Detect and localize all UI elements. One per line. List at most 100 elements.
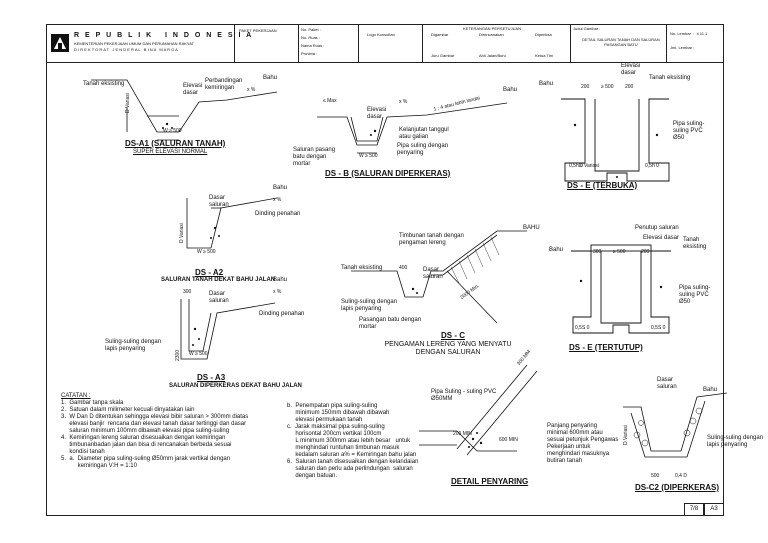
ds-b-drawing xyxy=(317,102,508,154)
ds-a2-dasar-label: Dasar saluran xyxy=(209,195,229,208)
ds-e1-w2-label: 0,5h 0 xyxy=(645,163,659,169)
ds-b-w-label: W ≥ 500 xyxy=(359,153,378,159)
ds-e2-tanah-label: Tanah eksisting xyxy=(683,237,707,250)
ds-b-x-label: x % xyxy=(399,99,408,105)
directorate-text: D I R E K T O R A T J E N D E R A L B I … xyxy=(74,47,178,52)
ds-a1-bahu-label: Bahu xyxy=(263,75,278,81)
note-line: 2. Satuan dalam milimeter kecuali dinyat… xyxy=(61,407,195,413)
detail-penyaring-drawing xyxy=(419,364,538,456)
ds-a3-300-label: 300 xyxy=(183,289,192,295)
dp-pipa-label: Pipa Suling - suling PVC Ø50MM xyxy=(431,389,497,402)
ds-a3-x-label: x % xyxy=(273,289,282,295)
ds-c-timbunan-label: Timbunan tanah dengan pengaman lereng xyxy=(399,233,464,246)
ds-e1-tanah-label: Tanah eksisting xyxy=(649,75,691,81)
ds-e2-300-label: 300 xyxy=(593,249,602,255)
ds-e-terbuka-drawing xyxy=(561,98,670,182)
note-line: horisontal 200cm vertikal 100cm xyxy=(287,431,382,437)
ds-c2-04-label: 0,4 D xyxy=(675,473,687,479)
paket-cell: PAKET PEKERJAAN xyxy=(235,25,299,62)
ds-c-title: DS - C xyxy=(441,331,465,340)
drawing-sheet: R E P U B L I K I N D O N E S I A KEMENT… xyxy=(46,24,763,516)
ds-a1-title: DS-A1 (SALURAN TANAH) xyxy=(125,139,226,148)
ds-e1-pipa-label: Pipa suling-suling PVC Ø50 xyxy=(673,121,705,141)
ds-a3-title: DS - A3 xyxy=(197,373,226,382)
role-ahli-jalan: Ahli Jalan/Buru xyxy=(479,53,506,58)
note-line: 1. Gambar tanpa skala xyxy=(61,400,124,406)
ds-b-elevasi-label: Elevasi dasar xyxy=(367,107,387,120)
dp-panjang-label: Panjang penyaring minimal 600mm atau ses… xyxy=(547,423,619,464)
ds-a2-subtitle: SALURAN TANAH DEKAT BAHU JALAN xyxy=(161,277,276,283)
ds-a1-d-label: D Variasi xyxy=(125,93,131,113)
ds-c-bahu-label: BAHU xyxy=(523,225,540,231)
paket-label: PAKET PEKERJAAN xyxy=(239,28,277,33)
note-line: 3. W Dan D ditentukan sehingga elevasi b… xyxy=(61,414,249,420)
note-line: 6. Saluran tanah disesuaikan dengan kela… xyxy=(287,459,419,465)
note-line: L minimum 300mm atau lebih besar untuk xyxy=(287,438,411,444)
judul-label: Judul Gambar : xyxy=(573,26,601,31)
dp-200-label: 200 MIN xyxy=(453,431,472,437)
ds-e2-w1-label: 0,5S 0 xyxy=(575,325,590,331)
ds-a2-w-label: W ≥ 500 xyxy=(197,249,216,255)
ds-c-pasangan-label: Pasangan batu dengan mortar xyxy=(359,317,422,330)
dp-600-label: 600 MIN xyxy=(499,437,518,443)
role-juru-gambar: Juru Gambar xyxy=(431,53,455,58)
ds-a3-dasar-label: Dasar saluran xyxy=(209,291,229,304)
ds-a3-dinding-label: Dinding penahan xyxy=(259,311,305,317)
notes-right: b. Penempatan pipa suling-suling minimum… xyxy=(287,403,427,480)
dp-title: DETAIL PENYARING xyxy=(451,477,529,486)
note-line: timbunanbadan jalan dan bisa di rencanak… xyxy=(61,442,232,448)
ds-c-drawing xyxy=(351,230,527,324)
note-line: saluran minimum 100mm dibawah elevasi pi… xyxy=(61,428,230,434)
approval-heading: KETERANGAN PERSETUJUAN xyxy=(463,26,522,31)
size-stamp: A3 xyxy=(704,503,724,516)
note-line: dengan batuan. xyxy=(287,473,338,479)
ds-e2-500-label: ≥ 500 xyxy=(613,249,626,255)
ds-a1-w-label: W ≥ 500 xyxy=(163,128,182,134)
title-block: R E P U B L I K I N D O N E S I A KEMENT… xyxy=(47,25,723,63)
ds-c-suling-label: Suling-suling dengan lapis penyaring xyxy=(341,299,398,312)
ds-a3-bahu-label: Bahu xyxy=(273,277,288,283)
logo-konsultan-label: Logo Konsultan xyxy=(367,32,395,37)
ds-a1-elevasi-label: Elevasi dasar xyxy=(183,83,203,96)
note-line: minimum 150mm dibawah dibawah xyxy=(287,410,390,416)
note-line: c. Jarak maksimal pipa suling-suling xyxy=(287,424,385,430)
ds-a3-2300-label: 2300 xyxy=(175,349,181,361)
ds-e1-w1-label: 0,5h 0 xyxy=(569,163,583,169)
republic-text: R E P U B L I K I N D O N E S I A xyxy=(74,32,254,39)
field-no-paket: No. Paket : xyxy=(301,27,321,32)
ds-a2-drawing xyxy=(186,197,278,249)
judul-cell: Judul Gambar : DETAIL SALURAN TANAH DAN … xyxy=(571,25,667,62)
ds-a2-title: DS - A2 xyxy=(195,268,224,277)
ds-c-tanah-label: Tanah eksisting xyxy=(341,265,383,271)
ds-c2-bahu-label: Bahu xyxy=(703,387,718,393)
note-line: 5. a. Diameter pipa suling-suling Ø50mm … xyxy=(61,456,231,462)
ministry-text: KEMENTERIAN PEKERJAAN UMUM DAN PERUMAHAN… xyxy=(74,41,195,46)
lembar-cell: No. Lembar : 4.11.1 Jml. Lembar : xyxy=(667,25,723,62)
ds-c2-drawing xyxy=(623,392,728,458)
note-line: kondisi tanah xyxy=(61,449,105,455)
jml-lembar: Jml. Lembar : xyxy=(670,45,695,50)
ds-a1-tanah-label: Tanah eksisting xyxy=(83,81,125,87)
ds-e2-elevasi-label: Elevasi dasar xyxy=(643,235,680,241)
note-line: 4. Kemiringan lereng saluran disesuaikan… xyxy=(61,435,226,441)
ds-b-saluran-label: Saluran pasang batu dengan mortar xyxy=(293,147,336,167)
ds-a3-w-label: W ≥ 500 xyxy=(189,351,208,357)
note-line: elevasi banjir rencana dan elevasi tanah… xyxy=(61,421,247,427)
ds-e2-bahu-label: Bahu xyxy=(549,247,564,253)
ds-e2-pipa-label: Pipa suling-suling PVC Ø50 xyxy=(679,285,711,305)
ds-e1-d-label: D Variasi xyxy=(579,163,599,169)
ds-b-pipa-label: Pipa suling dengan penyaring xyxy=(397,143,449,156)
ds-a2-dinding-label: Dinding penahan xyxy=(255,211,301,217)
role-ketua-tim: Ketua Tim xyxy=(535,53,554,58)
ds-b-kelanjutan-label: Kelanjutan tanggul atau galian xyxy=(399,127,449,140)
ds-e2-w2-label: 0,5S 0 xyxy=(651,325,666,331)
ds-c2-d-label: D Variasi xyxy=(623,425,629,445)
ds-e2-200-label: 200 xyxy=(641,249,650,255)
ds-a3-suling-label: Suling-suling dengan lapis penyaring xyxy=(105,339,162,352)
field-no-ruas: No. Ruas : xyxy=(301,35,320,40)
ds-e2-title: DS - E (TERTUTUP) xyxy=(569,343,643,352)
ds-c-400-label: 400 xyxy=(399,265,408,271)
note-line: menghindari runtuhan timbunan masuk xyxy=(287,445,400,451)
ds-a2-x-label: x % xyxy=(273,197,282,203)
role-direncanakan: Direncanakan xyxy=(479,32,504,37)
